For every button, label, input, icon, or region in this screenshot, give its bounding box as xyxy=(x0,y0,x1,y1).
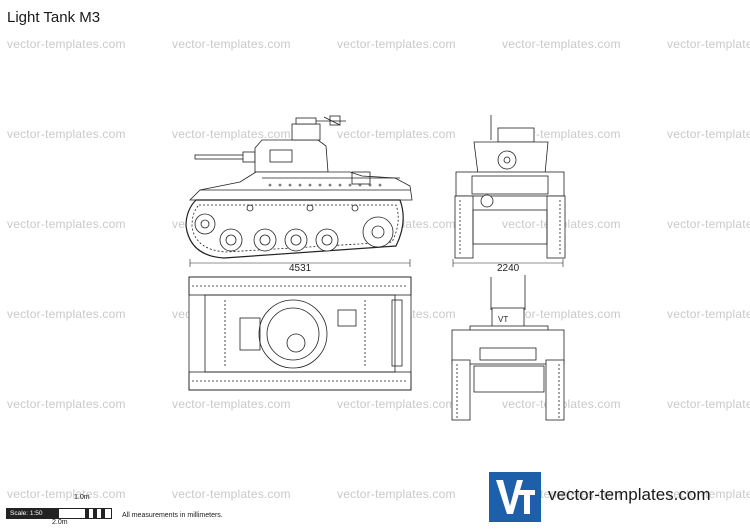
svg-text:VT: VT xyxy=(498,315,508,324)
scale-box: Scale: 1:50 xyxy=(6,508,112,519)
page-title: Light Tank M3 xyxy=(7,9,101,26)
scale-segment-black xyxy=(93,509,97,518)
top-view xyxy=(188,276,412,391)
width-dimension: 2240 xyxy=(497,263,520,274)
scale-bar: 1.0m Scale: 1:50 2.0m xyxy=(6,494,112,530)
scale-top-mark: 1.0m xyxy=(74,494,90,501)
front-view xyxy=(452,115,566,267)
vt-logo-icon xyxy=(489,472,541,522)
length-dimension: 4531 xyxy=(289,263,312,274)
scale-label: Scale: 1:50 xyxy=(7,509,59,518)
scale-segment-black xyxy=(101,509,105,518)
measurement-note: All measurements in millimeters. xyxy=(122,512,223,519)
scale-segment-white xyxy=(59,509,85,518)
scale-segment-black xyxy=(85,509,89,518)
rear-view: VT xyxy=(451,275,565,421)
vt-logo-glyph xyxy=(496,480,535,514)
scale-bottom-mark: 2.0m xyxy=(52,519,68,526)
logo-text: vector-templates.com xyxy=(548,485,711,504)
side-view xyxy=(185,115,413,267)
